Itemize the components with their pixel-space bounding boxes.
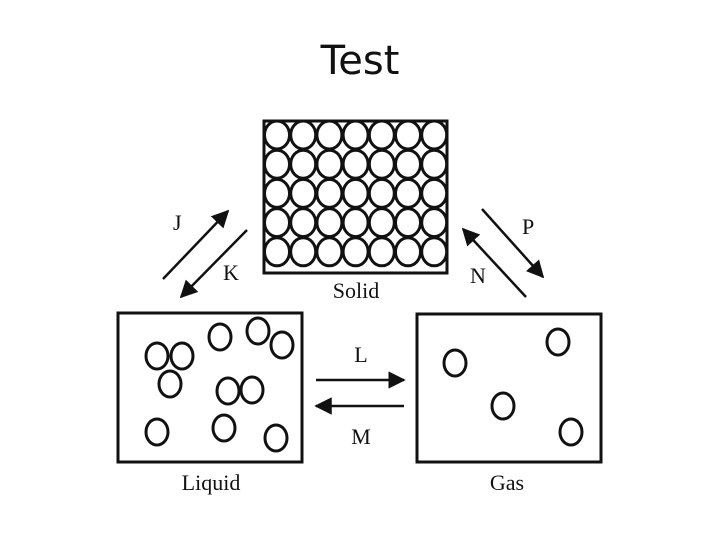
gas-particle bbox=[442, 348, 468, 378]
label-n: N bbox=[470, 263, 486, 288]
label-l: L bbox=[354, 342, 367, 367]
liquid-particle bbox=[144, 341, 170, 371]
label-m: M bbox=[351, 424, 371, 449]
liquid-particle bbox=[263, 423, 289, 453]
solid-box bbox=[262, 119, 449, 275]
slide-title: Test bbox=[320, 38, 400, 84]
solid-particle-grid bbox=[263, 119, 449, 268]
label-j: J bbox=[173, 210, 182, 235]
liquid-particle bbox=[239, 375, 265, 405]
label-k: K bbox=[223, 260, 239, 285]
liquid-box bbox=[116, 311, 304, 464]
gas-particle bbox=[545, 327, 571, 357]
label-p: P bbox=[522, 214, 534, 239]
arrow-p bbox=[481, 208, 545, 279]
gas-label: Gas bbox=[490, 470, 524, 495]
liquid-particle bbox=[144, 417, 170, 447]
arrow-j bbox=[162, 209, 230, 280]
liquid-particle bbox=[169, 341, 195, 371]
liquid-particle bbox=[215, 376, 241, 406]
gas-particle bbox=[490, 391, 516, 421]
gas-particle bbox=[558, 417, 584, 447]
liquid-particle bbox=[207, 322, 233, 352]
solid-particle bbox=[420, 236, 449, 268]
solid-label: Solid bbox=[333, 278, 379, 303]
liquid-particle bbox=[157, 369, 183, 399]
liquid-particle bbox=[269, 330, 295, 360]
arrow-n bbox=[461, 227, 527, 298]
arrow-k bbox=[179, 229, 248, 299]
liquid-particle bbox=[245, 316, 271, 346]
liquid-label: Liquid bbox=[182, 470, 241, 495]
gas-box bbox=[415, 312, 603, 464]
liquid-particle bbox=[211, 413, 237, 443]
